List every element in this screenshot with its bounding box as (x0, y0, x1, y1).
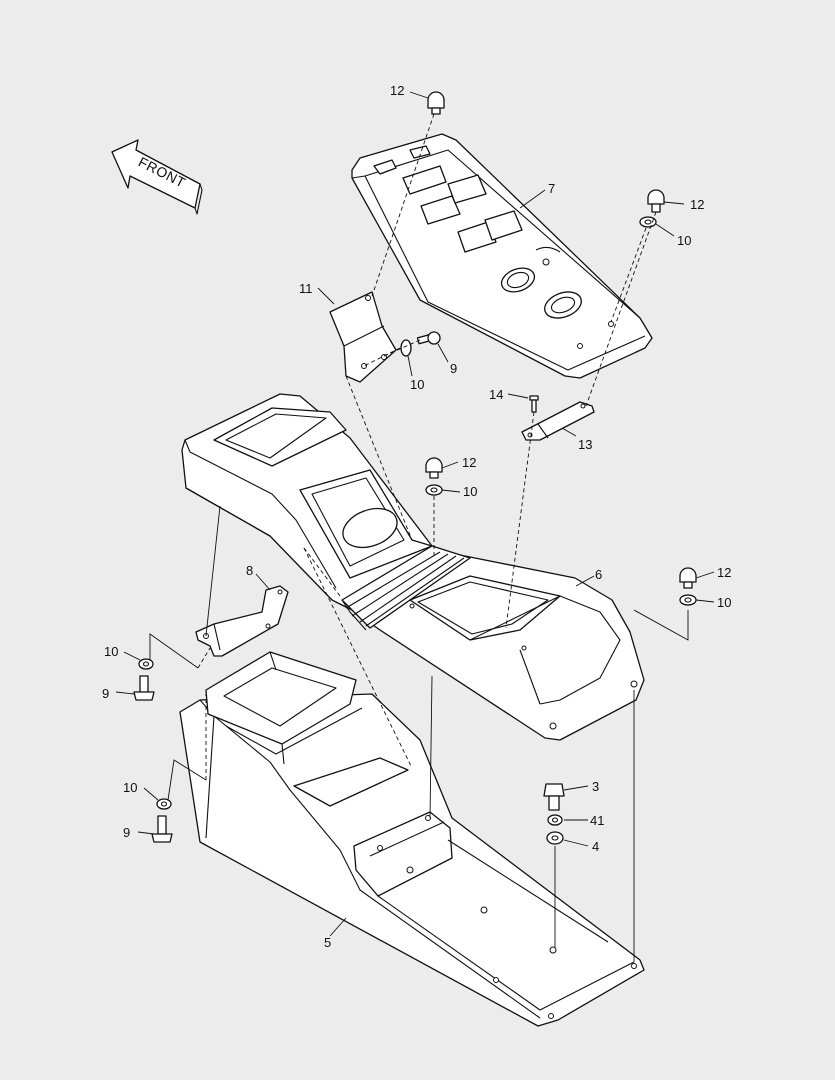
callout-10-far-right: 10 (717, 595, 731, 610)
callout-4: 4 (592, 839, 599, 854)
callout-5: 5 (324, 935, 331, 950)
fastener-bolt-9-left-lower (151, 815, 173, 843)
fastener-washer-10-left-upper (138, 658, 154, 670)
console-base-part-5 (179, 651, 645, 1027)
callout-41: 41 (590, 813, 604, 828)
fastener-bolt-9-left-upper (133, 675, 155, 701)
bracket-part-8 (195, 585, 289, 657)
upper-switch-panel-part (351, 133, 653, 379)
callout-12-top: 12 (390, 83, 404, 98)
fastener-screw-14 (529, 395, 539, 413)
bracket-part-11 (329, 291, 397, 383)
callout-10-left-lower: 10 (123, 780, 137, 795)
fastener-washer-10-right (639, 216, 657, 228)
assembly-lines (149, 113, 689, 962)
callout-9-bracket: 9 (450, 361, 457, 376)
callout-leaders (115, 91, 715, 937)
fastener-washer-4 (546, 831, 564, 845)
fastener-washer-41 (547, 814, 563, 826)
front-arrow: FRONT (111, 139, 203, 215)
fastener-screw-12-top (427, 91, 445, 115)
callout-10-bracket: 10 (410, 377, 424, 392)
callout-11: 11 (299, 281, 313, 296)
callout-10-right: 10 (677, 233, 691, 248)
console-body-part-6 (181, 393, 645, 741)
fastener-bolt-3 (543, 783, 565, 811)
callout-13: 13 (578, 437, 592, 452)
callout-3: 3 (592, 779, 599, 794)
fastener-washer-10-center (425, 484, 443, 496)
callout-12-far-right: 12 (717, 565, 731, 580)
callout-12-center: 12 (462, 455, 476, 470)
fastener-washer-10-bracket (400, 339, 412, 357)
callout-10-center: 10 (463, 484, 477, 499)
callout-12-right: 12 (690, 197, 704, 212)
fastener-washer-10-left-lower (156, 798, 172, 810)
callout-10-left-upper: 10 (104, 644, 118, 659)
callout-7: 7 (548, 181, 555, 196)
callout-labels: 12 7 12 10 11 10 9 14 13 12 10 8 6 12 10… (102, 83, 731, 950)
bracket-part-13 (521, 401, 595, 441)
fastener-washer-10-far-right (679, 594, 697, 606)
callout-14: 14 (489, 387, 503, 402)
callout-8: 8 (246, 563, 253, 578)
fastener-screw-12-right (647, 189, 665, 213)
callout-9-left-lower: 9 (123, 825, 130, 840)
callout-6: 6 (595, 567, 602, 582)
callout-9-left-upper: 9 (102, 686, 109, 701)
